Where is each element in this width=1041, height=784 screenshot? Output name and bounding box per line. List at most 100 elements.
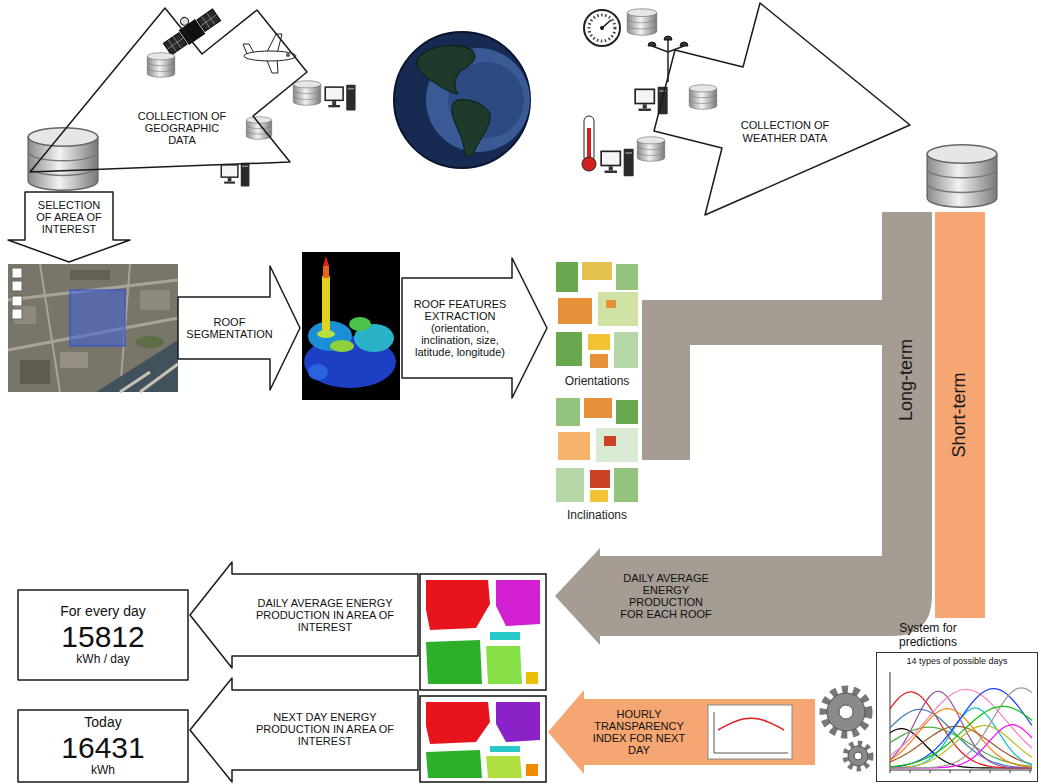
chart-frame: [877, 653, 1038, 782]
anemometer-icon: [648, 36, 688, 46]
barometer-icon: [584, 10, 620, 46]
globe: [394, 32, 530, 168]
node-text: System for predictions: [878, 622, 978, 648]
inclinations-image: [556, 398, 580, 426]
map-image: [12, 309, 22, 319]
orientations-image: [588, 334, 610, 350]
roof-production-map: [426, 580, 490, 630]
node-outline-path: [402, 258, 547, 398]
left-arrow: NEXT DAY ENERGY PRODUCTION IN AREA OF IN…: [190, 678, 418, 782]
node-outline-path: [178, 266, 300, 390]
node-text: Today: [84, 715, 121, 730]
point-cloud-image: [349, 317, 371, 331]
roof-prediction-map: [426, 702, 490, 744]
result-box: For every day15812kWh / day: [18, 590, 188, 680]
node-outline-path: [548, 690, 815, 774]
computer-icon: [324, 85, 355, 111]
orientations-image: [606, 300, 616, 308]
map-image: [40, 264, 130, 392]
computer-icon: [600, 149, 633, 177]
text-block: Long-term: [887, 300, 927, 460]
weather-database: [927, 145, 997, 207]
gears-icon: [824, 690, 868, 734]
roof-production-map: [426, 640, 482, 684]
geographic-database: [28, 128, 98, 190]
node-outline-path: [30, 8, 307, 172]
roof-production-map: [526, 672, 538, 684]
inclinations-image: [616, 400, 638, 424]
point-cloud-image: [322, 276, 330, 334]
globe: [394, 32, 530, 168]
node-subtext: kWh: [91, 764, 115, 777]
database-icon: [293, 81, 320, 106]
node-text: HOURLY TRANSPARENCY INDEX FOR NEXT DAY: [590, 708, 688, 756]
point-cloud-image: [323, 266, 329, 278]
thermometer-icon: [584, 116, 594, 162]
node-outline-path: [8, 192, 130, 262]
satellite-icon: [158, 1, 222, 57]
long-term-arrow: DAILY AVERAGE ENERGY PRODUCTION FOR EACH…: [555, 548, 932, 645]
gears-icon: [824, 690, 870, 768]
inclinations-image: [614, 468, 638, 502]
day-type-curve: [890, 691, 1032, 768]
text-block: COLLECTION OF WEATHER DATA: [738, 108, 832, 155]
roof-production-map: [496, 580, 540, 626]
thermometer-icon: [582, 116, 596, 171]
node-outline-path: [882, 212, 932, 548]
barometer-icon: [600, 26, 604, 30]
text-block: 14 types of possible days: [882, 655, 1032, 668]
globe: [452, 100, 490, 157]
roof-production-map: [486, 646, 522, 684]
text-block: DAILY AVERAGE ENERGY PRODUCTION FOR EACH…: [617, 558, 715, 634]
map-image: [12, 296, 22, 306]
database-icon: [147, 53, 174, 78]
map-image: [136, 336, 164, 348]
roof-production-map: [490, 632, 520, 640]
inclinations-image: [596, 428, 638, 462]
node-text: COLLECTION OF WEATHER DATA: [738, 119, 832, 143]
text-block: System for predictions: [878, 620, 978, 651]
orientations-image: [552, 258, 642, 372]
barometer-icon: [589, 15, 615, 41]
day-type-curve: [890, 689, 1032, 755]
database-icon: [627, 9, 657, 35]
node-outline: [25, 5, 313, 177]
inclinations-image: [552, 394, 642, 506]
map-image: [12, 268, 22, 278]
node-text: DAILY AVERAGE ENERGY PRODUCTION FOR EACH…: [617, 572, 715, 620]
computer-icon: [221, 163, 250, 187]
orientations-image: [598, 292, 638, 326]
thermometer-icon: [582, 157, 596, 171]
orientations-image: [558, 298, 592, 324]
short-term-band: Short-term: [935, 212, 985, 618]
globe: [417, 46, 475, 94]
node-subtext: kWh / day: [76, 653, 129, 666]
inset-axes: [714, 712, 788, 753]
node-outline: [555, 548, 932, 645]
text-block: For every day15812kWh / day: [22, 594, 184, 676]
barometer-icon: [584, 10, 620, 46]
inset-frame: [708, 705, 792, 759]
long-term-band: Long-term: [882, 212, 932, 548]
inclinations-image: [558, 432, 590, 460]
roof-prediction-map: [426, 750, 482, 778]
node-text: Short-term: [950, 372, 970, 457]
node-outline-path: [18, 590, 188, 680]
inclinations-image: [552, 394, 642, 506]
day-type-curve: [890, 706, 1032, 767]
map-image: [8, 264, 178, 392]
map-image: [8, 280, 178, 350]
map-image: [12, 281, 22, 291]
orientations-image: [614, 332, 638, 368]
roof-prediction-map: [490, 746, 520, 752]
point-cloud-image: [302, 252, 400, 400]
node-text: COLLECTION OF GEOGRAPHIC DATA: [132, 110, 232, 146]
point-cloud-image: [308, 364, 328, 380]
airplane-icon: [286, 53, 290, 57]
point-cloud-image: [323, 256, 329, 266]
text-block: ROOF SEGMENTATION: [181, 300, 278, 356]
orientations-image: [556, 332, 582, 366]
map-image: [20, 360, 50, 384]
day-type-curve: [890, 689, 1032, 768]
map-image: [120, 364, 178, 392]
